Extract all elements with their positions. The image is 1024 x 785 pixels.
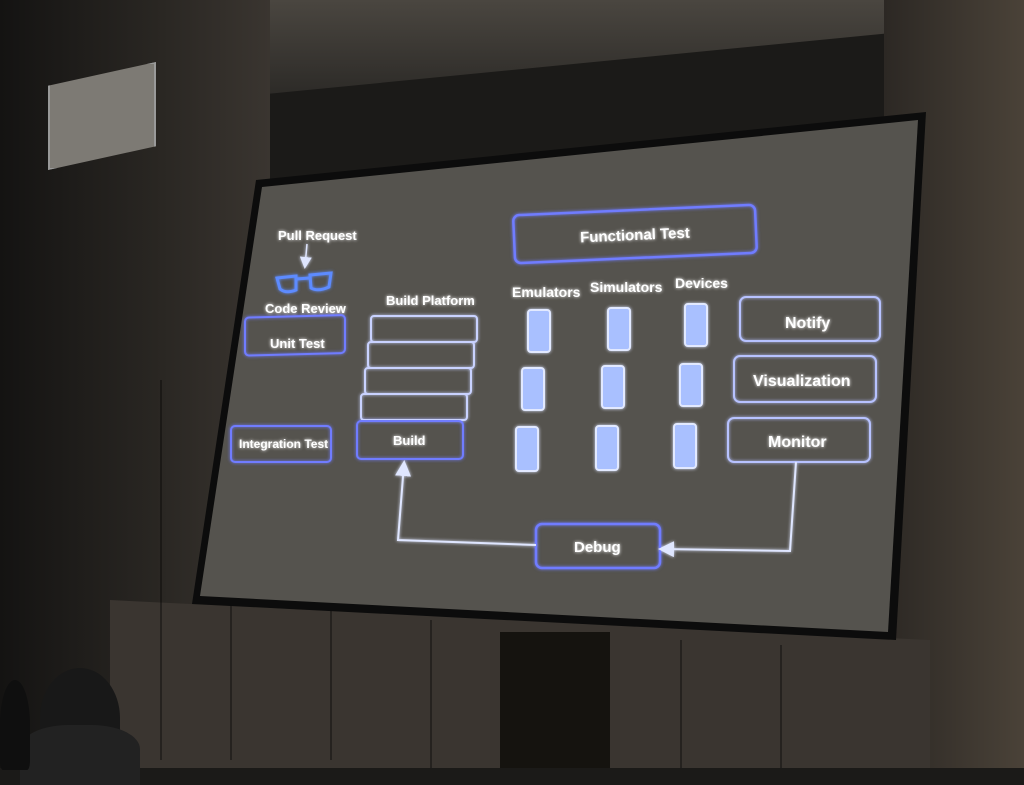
unit-test-label: Unit Test xyxy=(270,336,325,351)
phone-icon xyxy=(595,425,619,471)
build-layer xyxy=(360,393,468,421)
functional-test-label: Functional Test xyxy=(580,225,690,247)
build-platform-stack xyxy=(356,315,478,460)
integration-test-box xyxy=(230,425,332,463)
audience-member-shoulders xyxy=(20,725,140,785)
code-review-label: Code Review xyxy=(265,301,347,316)
pull-request-label: Pull Request xyxy=(278,228,357,243)
wall-panel-line xyxy=(160,380,162,760)
phone-icon xyxy=(607,307,631,351)
debug-label: Debug xyxy=(574,539,621,556)
wall-panel-line xyxy=(330,610,332,760)
functional-test-box xyxy=(512,203,758,265)
phone-icon xyxy=(601,365,625,409)
build-layer xyxy=(370,315,478,343)
integration-test-label: Integration Test xyxy=(239,437,328,451)
build-label: Build xyxy=(393,433,426,448)
phone-icon xyxy=(679,363,703,407)
build-box xyxy=(356,420,464,460)
notify-label: Notify xyxy=(785,315,830,332)
slide-diagram: Pull Request Code Review Unit Test Integ… xyxy=(230,203,881,570)
phone-icon xyxy=(521,367,545,411)
wall-panel-line xyxy=(680,640,682,768)
monitor-to-debug-arrow xyxy=(658,461,797,558)
wall-panel-line xyxy=(430,620,432,768)
stage-doorway xyxy=(500,632,610,768)
wall-panel-line xyxy=(780,645,782,768)
slide-content: Pull Request Code Review Unit Test Integ… xyxy=(230,203,881,570)
phone-icon xyxy=(673,423,697,469)
emulators-label: Emulators xyxy=(512,284,581,300)
glasses-icon xyxy=(275,271,333,294)
build-layer xyxy=(367,341,475,369)
phone-icon xyxy=(515,426,539,472)
monitor-box xyxy=(727,417,871,463)
phone-icon xyxy=(684,303,708,347)
audience-member xyxy=(0,680,30,770)
devices-label: Devices xyxy=(675,275,728,291)
visualization-label: Visualization xyxy=(753,373,851,390)
debug-to-build-arrow xyxy=(395,460,537,546)
arrow-icon xyxy=(299,243,312,269)
notify-box xyxy=(739,296,881,342)
monitor-label: Monitor xyxy=(768,434,827,451)
simulators-label: Simulators xyxy=(590,279,663,295)
phone-icon xyxy=(527,309,551,353)
visualization-box xyxy=(733,355,877,403)
wall-panel-line xyxy=(230,600,232,760)
device-grid xyxy=(515,303,708,472)
build-platform-label: Build Platform xyxy=(386,293,475,308)
projector-screen xyxy=(200,120,918,632)
build-layer xyxy=(364,367,472,395)
unit-test-box xyxy=(244,314,346,357)
